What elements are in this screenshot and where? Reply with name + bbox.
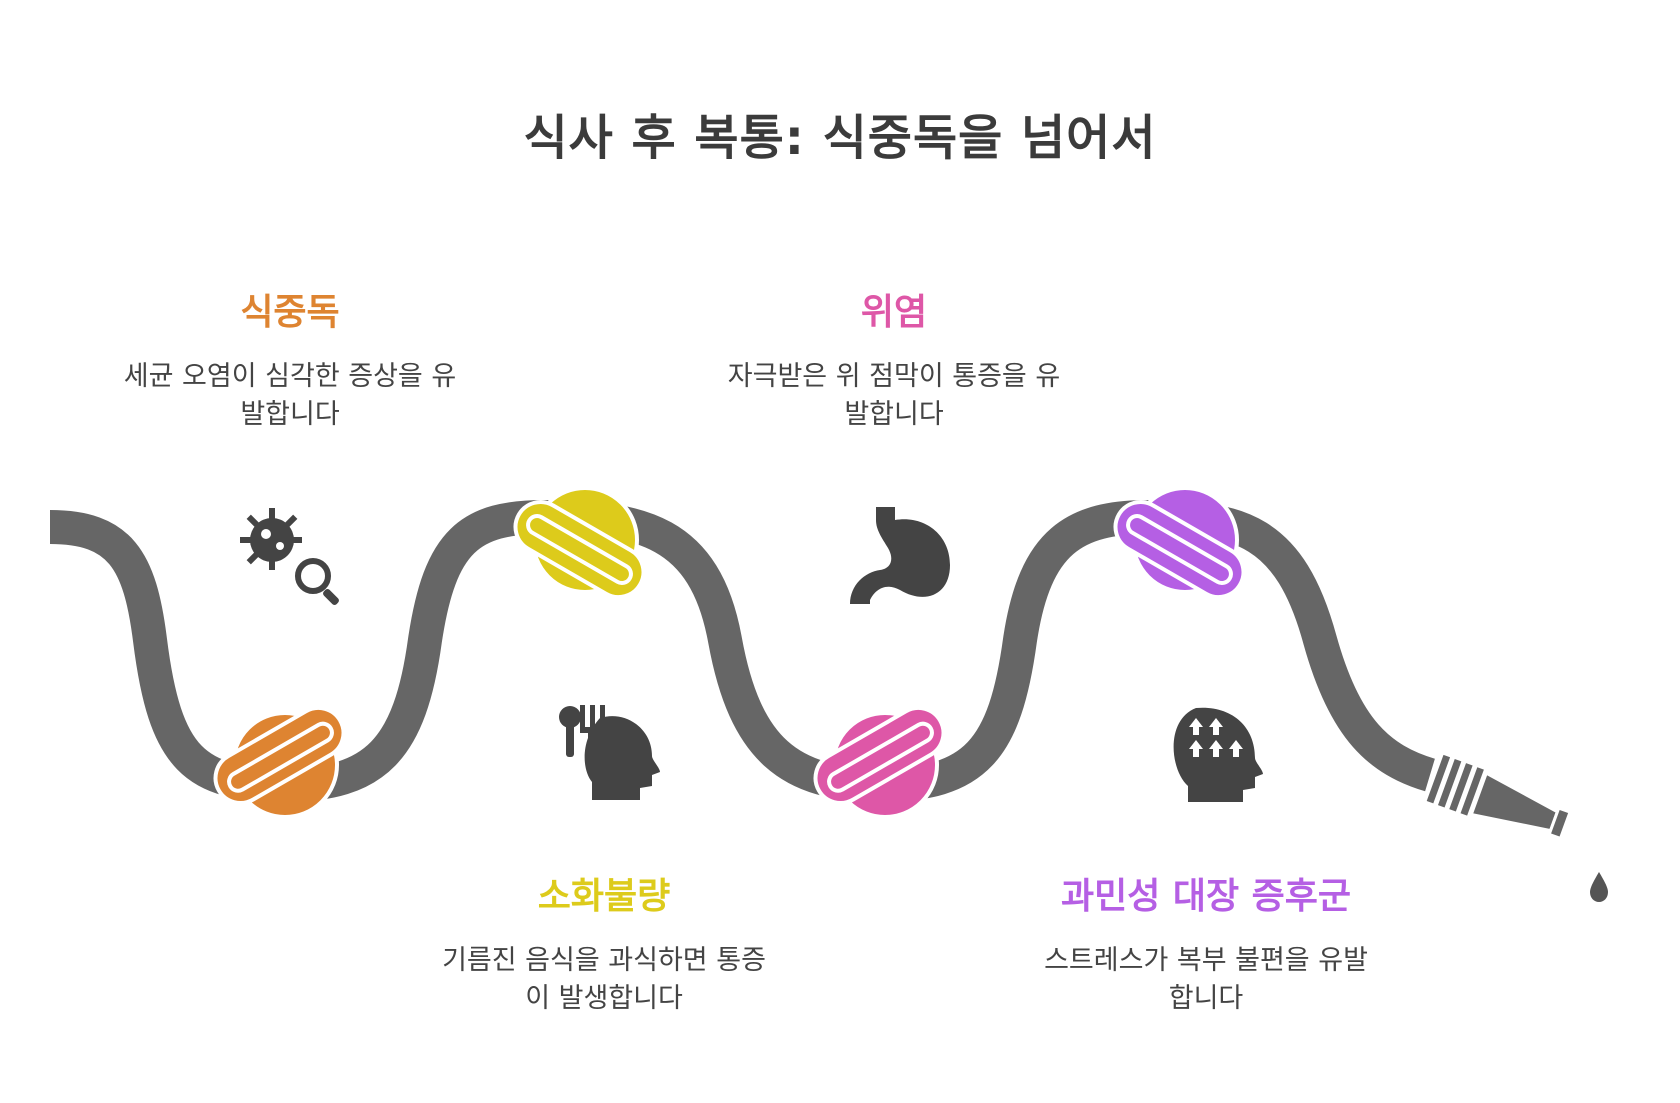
- head-stress-arrows-icon: [1173, 707, 1263, 802]
- head-fork-spoon-icon: [559, 705, 660, 800]
- step-description: 세균 오염이 심각한 증상을 유발합니다: [123, 361, 457, 430]
- step-label: 과민성 대장 증후군: [1060, 876, 1352, 917]
- step-description: 스트레스가 복부 불편을 유발합니다: [1044, 945, 1368, 1014]
- step-description: 자극받은 위 점막이 통증을 유발합니다: [727, 361, 1061, 430]
- bacteria-magnifier-icon: [240, 508, 339, 605]
- knot-orange: [213, 705, 346, 819]
- step-food-poisoning: 식중독 세균 오염이 심각한 증상을 유발합니다: [60, 290, 520, 434]
- knot-yellow: [513, 486, 646, 600]
- nozzle-icon: [1422, 751, 1572, 841]
- step-label: 위염: [860, 292, 928, 333]
- step-ibs: 과민성 대장 증후군 스트레스가 복부 불편을 유발합니다: [976, 874, 1436, 1018]
- step-indigestion: 소화불량 기름진 음식을 과식하면 통증이 발생합니다: [374, 874, 834, 1018]
- stomach-icon: [850, 507, 950, 604]
- step-label: 소화불량: [537, 876, 671, 917]
- step-label: 식중독: [240, 292, 340, 333]
- droplet-icon: [1590, 872, 1608, 902]
- step-gastritis: 위염 자극받은 위 점막이 통증을 유발합니다: [664, 290, 1124, 434]
- page-title: 식사 후 복통: 식중독을 넘어서: [523, 110, 1157, 166]
- knot-pink: [813, 705, 946, 819]
- knot-purple: [1113, 486, 1246, 600]
- step-description: 기름진 음식을 과식하면 통증이 발생합니다: [442, 945, 766, 1014]
